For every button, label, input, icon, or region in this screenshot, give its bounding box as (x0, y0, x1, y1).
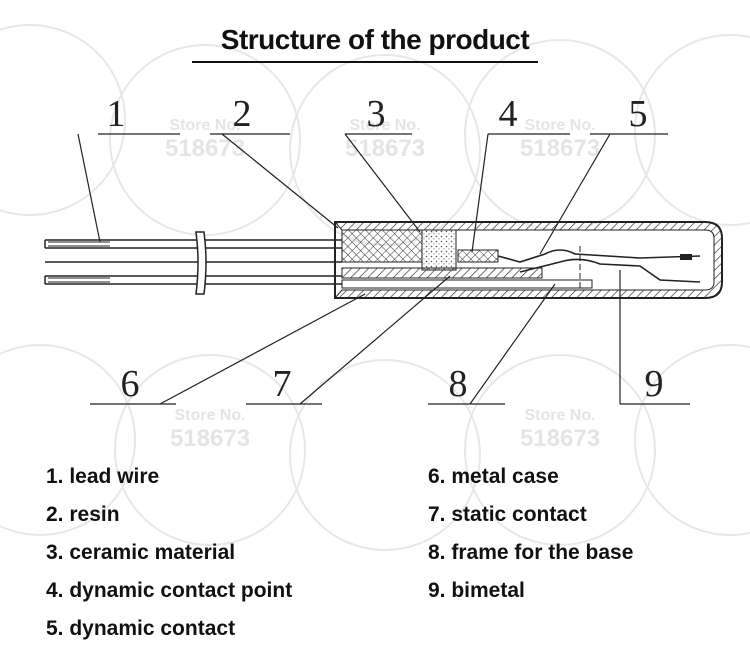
static-contact (341, 267, 543, 279)
legend-item: 3. ceramic material (46, 541, 236, 564)
frame-for-the-base (341, 279, 593, 289)
dynamic-contact-point (457, 249, 499, 263)
callout-number: 6 (121, 363, 140, 405)
watermark-text: 518673 (345, 135, 425, 162)
callout-number: 4 (499, 93, 518, 135)
resin (341, 229, 423, 263)
product-structure-diagram: 1 2 3 4 5 6 7 8 9 (44, 93, 723, 405)
ceramic-material (421, 229, 457, 271)
callout-number: 9 (645, 363, 664, 405)
page-title: Structure of the product (220, 24, 530, 55)
watermark-text: Store No. (349, 117, 420, 134)
watermark-text: Store No. (524, 117, 595, 134)
legend-item: 8. frame for the base (428, 541, 634, 564)
watermark-text: 518673 (170, 425, 250, 452)
legend-item: 7. static contact (428, 503, 587, 526)
watermark-text: Store No. (169, 117, 240, 134)
lead-wire-cores (48, 241, 110, 283)
lead-wires (44, 239, 342, 285)
break-mark (195, 231, 207, 295)
callout-leaders (77, 133, 690, 405)
watermark-text: 518673 (520, 425, 600, 452)
title-underline (192, 61, 538, 63)
dynamic-contact (497, 249, 701, 263)
callout-number: 5 (629, 93, 648, 135)
callout-number: 2 (233, 93, 252, 135)
callout-number: 3 (367, 93, 386, 135)
watermark-text: 518673 (520, 135, 600, 162)
bimetal (519, 258, 701, 283)
watermark-text: Store No. (524, 407, 595, 424)
watermark-text: Store No. (174, 407, 245, 424)
legend-item: 6. metal case (428, 465, 559, 488)
legend-item: 9. bimetal (428, 579, 525, 602)
callout-number: 7 (273, 363, 292, 405)
legend-item: 4. dynamic contact point (46, 579, 293, 602)
callout-number: 1 (107, 93, 126, 135)
callout-number: 8 (449, 363, 468, 405)
legend-item: 2. resin (46, 503, 120, 526)
watermark-text: 518673 (165, 135, 245, 162)
legend-right: 6. metal case 7. static contact 8. frame… (428, 458, 633, 610)
legend-item: 1. lead wire (46, 465, 160, 488)
legend-left: 1. lead wire 2. resin 3. ceramic materia… (46, 458, 292, 648)
legend-item: 5. dynamic contact (46, 617, 236, 640)
